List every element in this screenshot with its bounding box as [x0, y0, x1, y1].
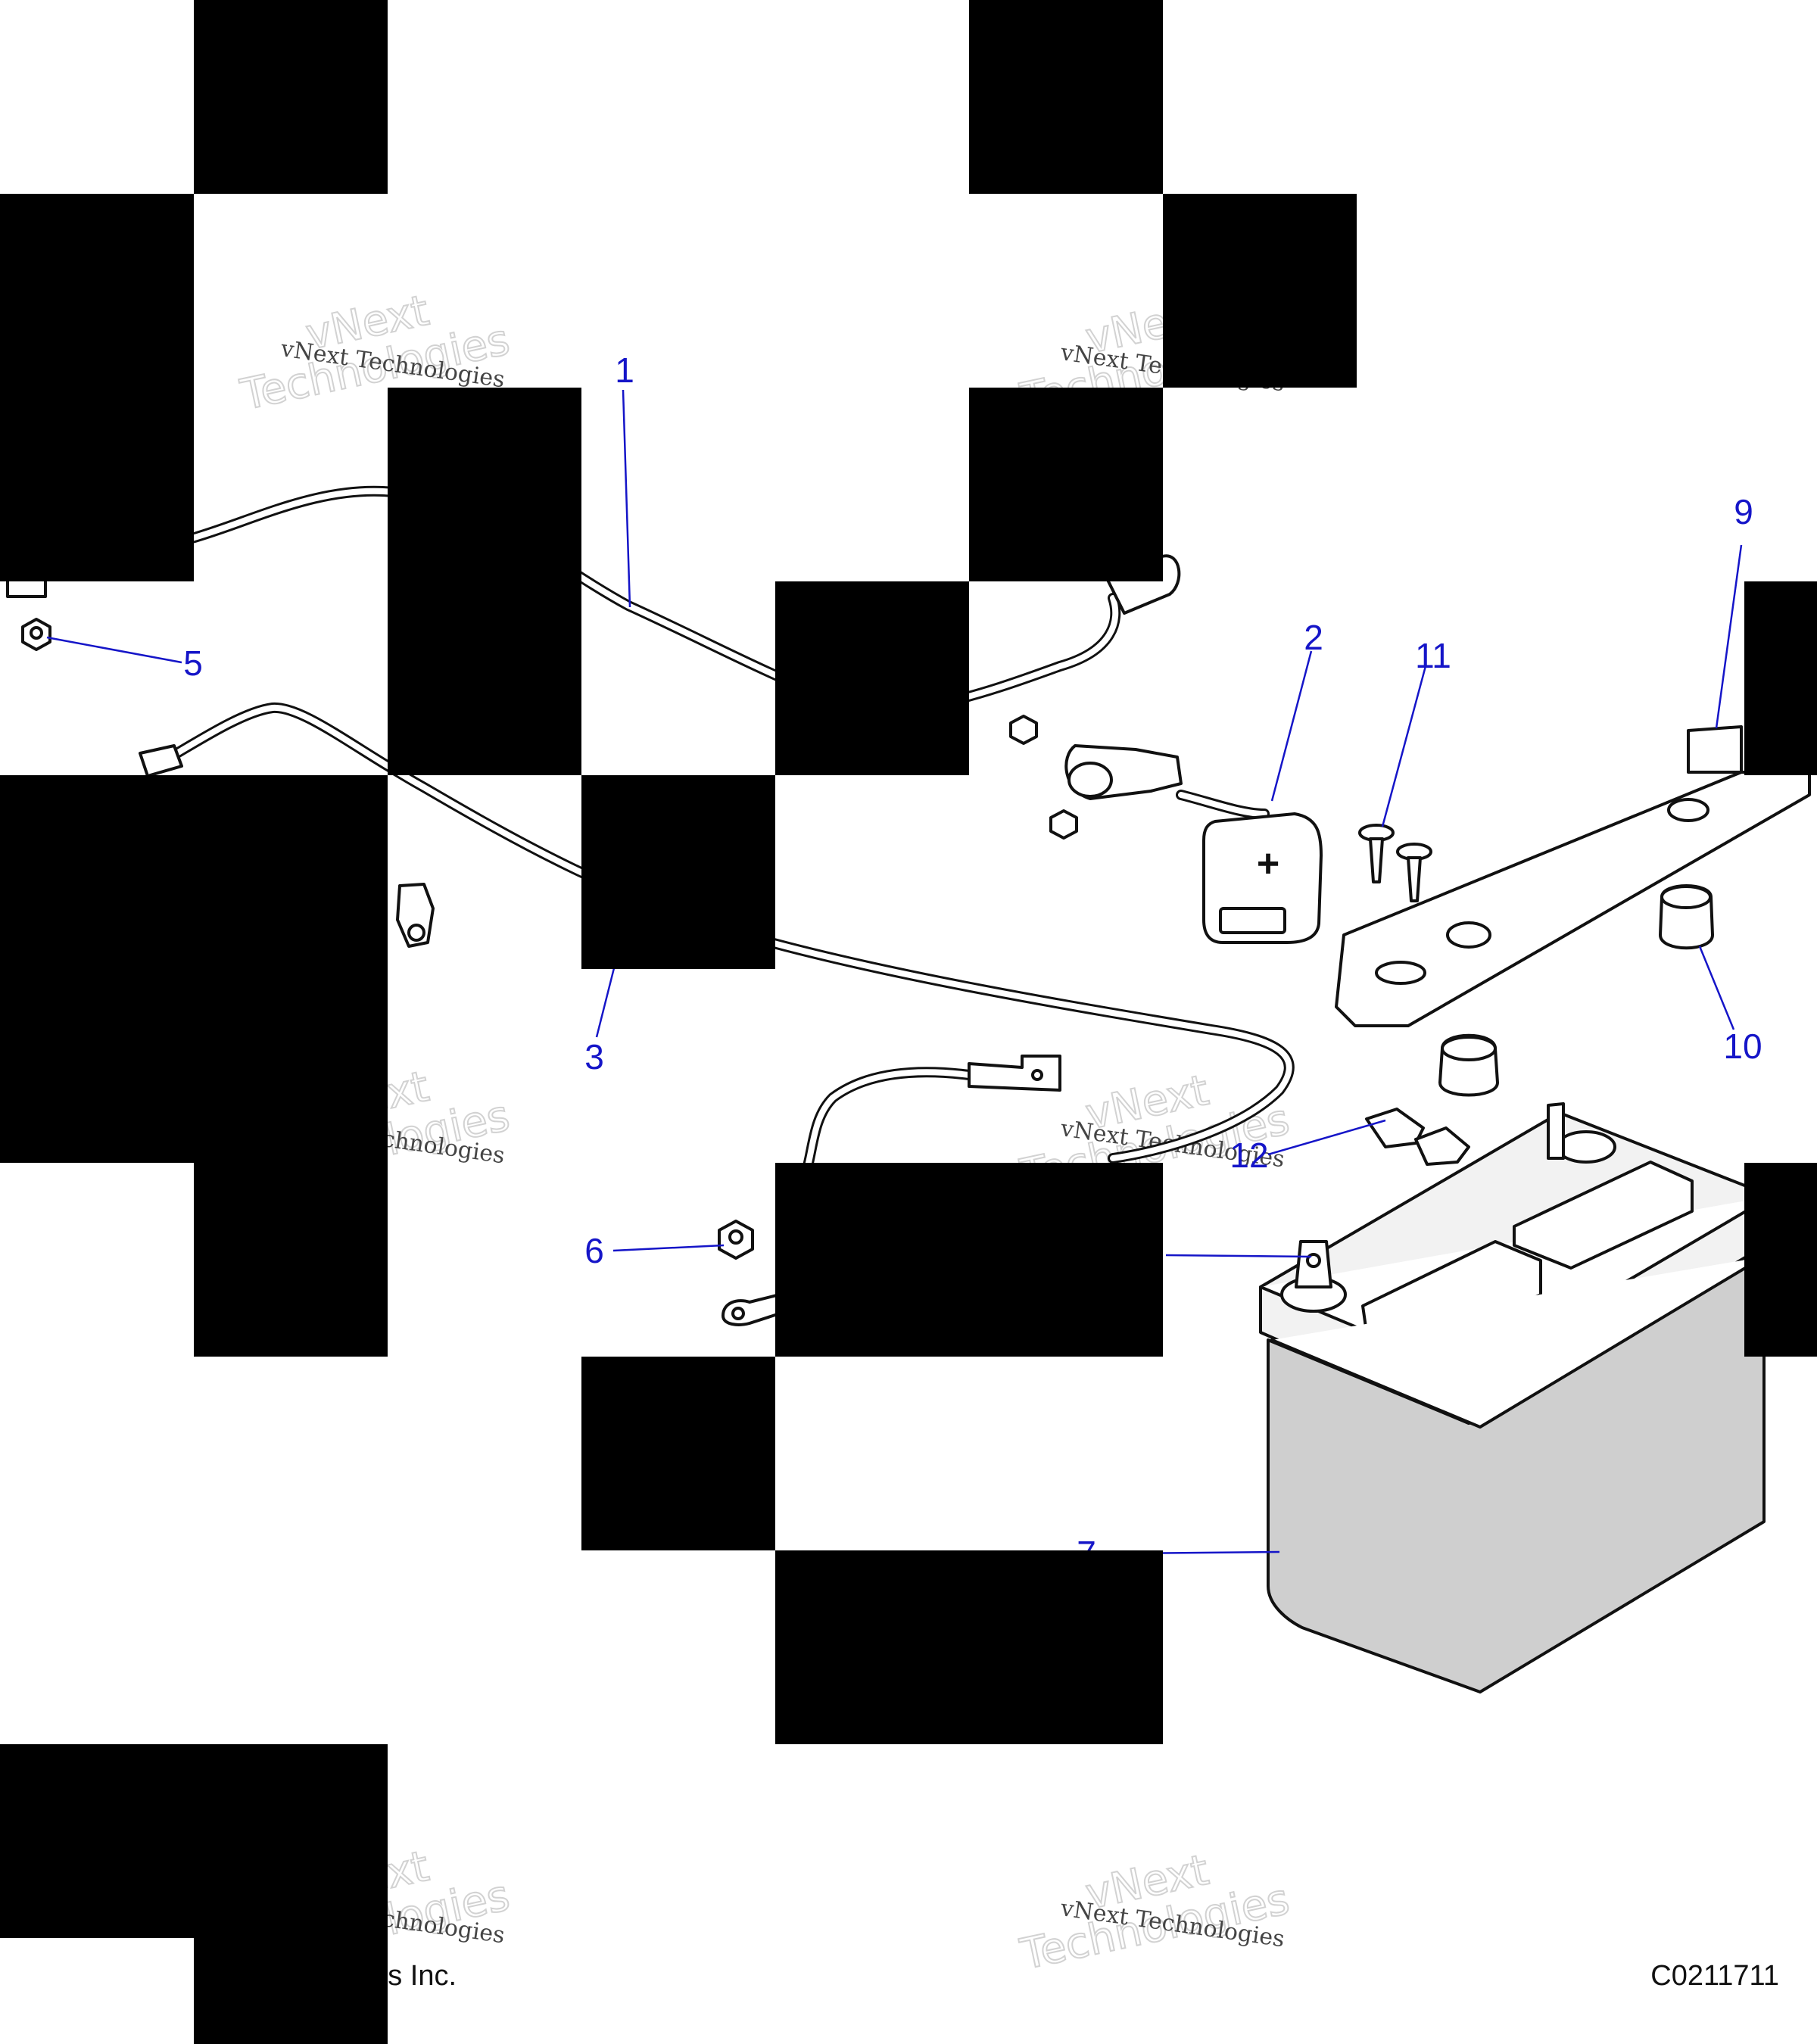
nut-6 — [718, 1220, 754, 1260]
callout-5: 5 — [183, 643, 203, 683]
callout-9: 9 — [1734, 492, 1753, 531]
redaction-block — [969, 0, 1163, 194]
redaction-block — [0, 1744, 388, 1938]
nut-5 — [21, 618, 51, 651]
bracket-9 — [1335, 725, 1811, 1027]
bumper-10 — [1438, 884, 1714, 1097]
redaction-block — [1163, 194, 1357, 388]
screw-11 — [1358, 824, 1432, 902]
redaction-block — [194, 0, 388, 194]
redaction-block — [1744, 581, 1817, 775]
redaction-block — [0, 775, 388, 1163]
callout-2: 2 — [1304, 618, 1323, 657]
redaction-block — [194, 1163, 388, 1357]
callout-1: 1 — [615, 351, 634, 390]
ground-cable — [722, 1055, 1061, 1326]
footer-diagram-id: C0211711 — [1650, 1960, 1779, 1992]
redaction-block — [581, 775, 775, 969]
plus-symbol: + — [1257, 842, 1279, 886]
callout-6: 6 — [584, 1231, 604, 1270]
terminal-boot-2: + — [1064, 744, 1323, 944]
callout-labels: 1 2 3 5 6 7 9 10 11 12 — [183, 351, 1762, 1573]
redaction-block — [0, 194, 194, 581]
callout-12: 12 — [1230, 1136, 1268, 1175]
redaction-block — [969, 388, 1163, 581]
redaction-block — [388, 388, 581, 775]
redaction-block — [775, 581, 969, 775]
callout-10: 10 — [1723, 1027, 1762, 1066]
clip-nut-12 — [1365, 1108, 1470, 1166]
callout-3: 3 — [584, 1037, 604, 1077]
redaction-block — [194, 1938, 388, 2044]
redaction-block — [775, 1163, 1163, 1357]
redaction-block — [775, 1550, 1163, 1744]
redaction-block — [1744, 1163, 1817, 1357]
small-nut — [1009, 715, 1078, 840]
redaction-block — [581, 1357, 775, 1550]
wire-clip — [396, 883, 435, 948]
battery-7 — [1259, 1102, 1773, 1693]
callout-11: 11 — [1415, 636, 1451, 675]
leader-lines — [46, 389, 1743, 1555]
